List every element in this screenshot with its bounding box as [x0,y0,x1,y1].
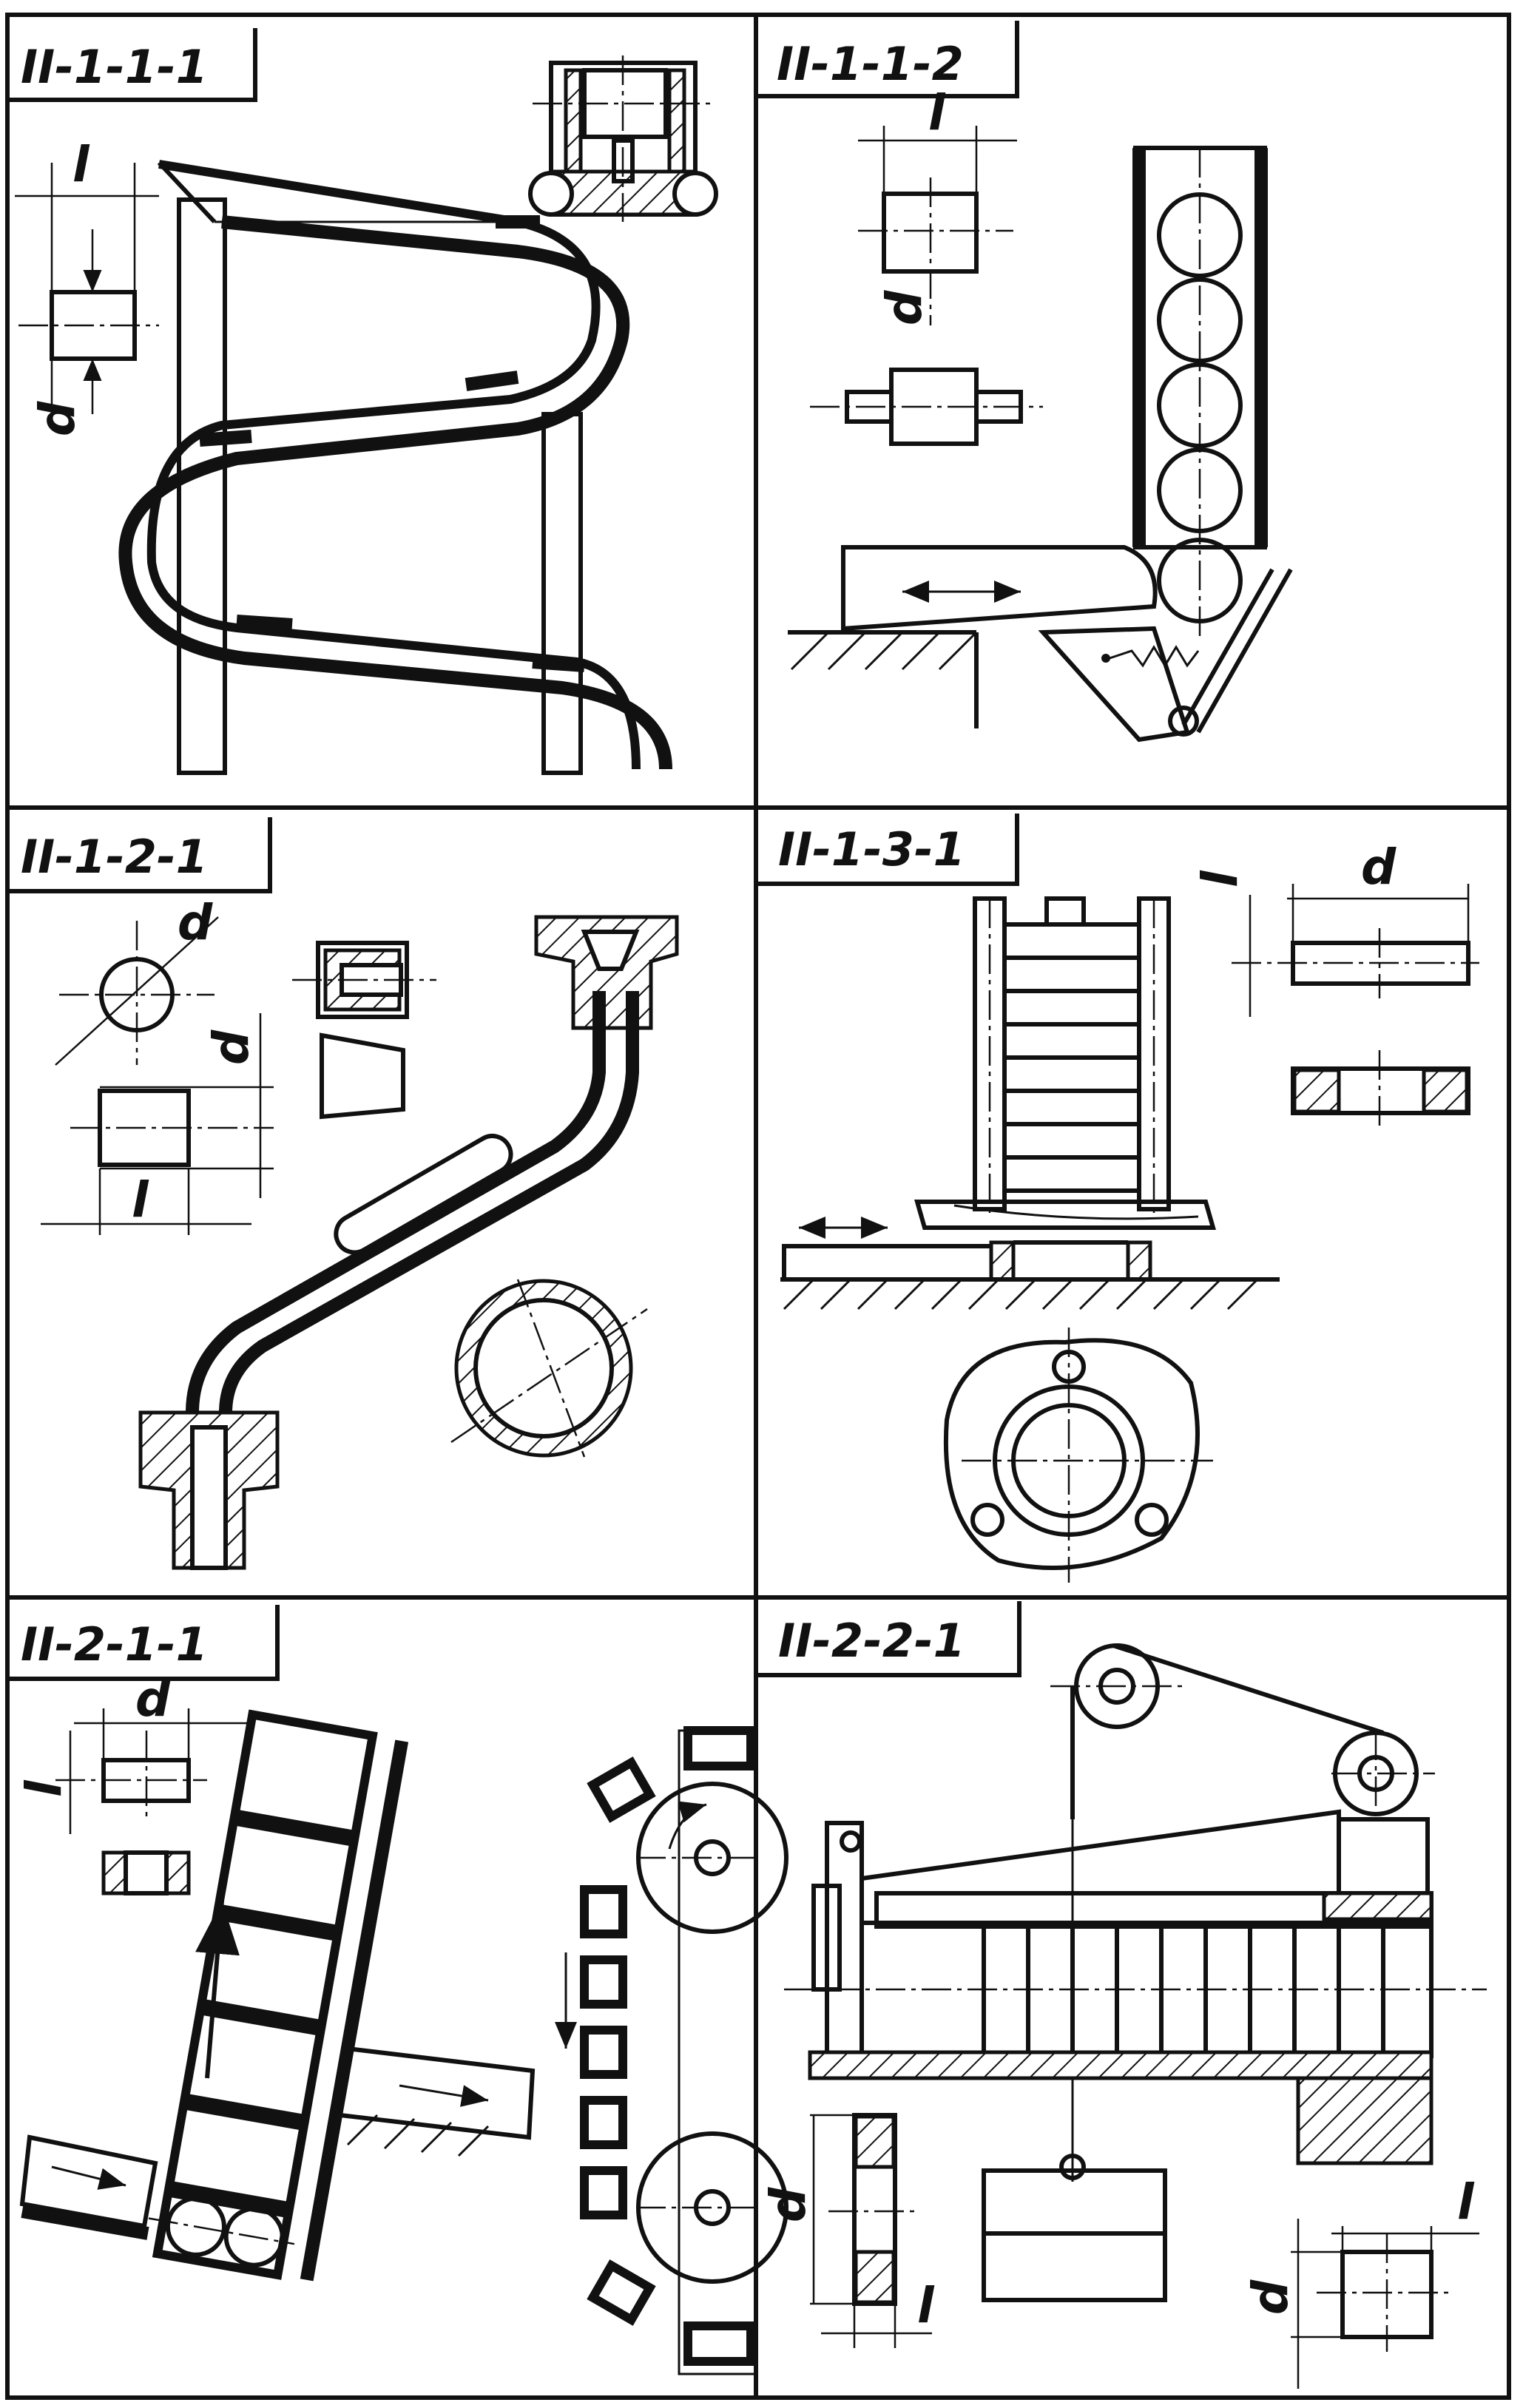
panel-label-text-p6: II-2-2-1 [778,1614,965,1668]
dim-d-p3a: d [178,894,213,951]
panel-2-drawing: l d [788,84,1293,743]
dim-d-p1: d [29,401,86,436]
panel-label-p3: II-1-2-1 [7,817,272,893]
dim-l-p2: l [928,84,946,141]
panel-label-p2: II-1-1-2 [756,21,1019,98]
sprocket-conveyor [555,1726,788,2375]
panel-label-p4: II-1-3-1 [756,814,1019,886]
dim-d-p6b: d [1242,2279,1299,2315]
panel-label-p6: II-2-2-1 [756,1601,1021,1677]
dim-l-p1: l [72,136,90,193]
panel-label-text-p3: II-1-2-1 [21,830,208,884]
panel-3-drawing: d d l [41,894,679,1570]
dim-d-p3b: d [203,1029,260,1065]
dim-d-p6a: d [760,2187,817,2222]
dim-l-p6b: l [1457,2174,1475,2231]
panel-4-drawing: l d [780,839,1479,1583]
part-stack [1002,922,1141,1193]
dim-l-p3: l [132,1171,149,1228]
dim-d-p4: d [1361,839,1397,896]
frame [5,13,1511,2400]
dim-l-p5: l [16,1779,72,1797]
dim-l-p6a: l [917,2277,935,2334]
dim-d-p2: d [876,290,933,325]
panel-label-text-p4: II-1-3-1 [778,822,965,876]
panel-label-p5: II-2-1-1 [7,1605,280,1681]
panel-label-p1: II-1-1-1 [7,28,257,102]
panel-label-text-p5: II-2-1-1 [21,1617,208,1671]
panel-label-text-p1: II-1-1-1 [21,40,208,94]
dim-l-p4: l [1192,870,1249,887]
panel-6-drawing: d l l d [760,1643,1487,2389]
dim-d-p5: d [135,1671,171,1728]
panel-label-text-p2: II-1-1-2 [777,37,964,91]
panel-5-drawing: d l [16,1671,788,2375]
panel-1-drawing: l d [15,55,718,775]
